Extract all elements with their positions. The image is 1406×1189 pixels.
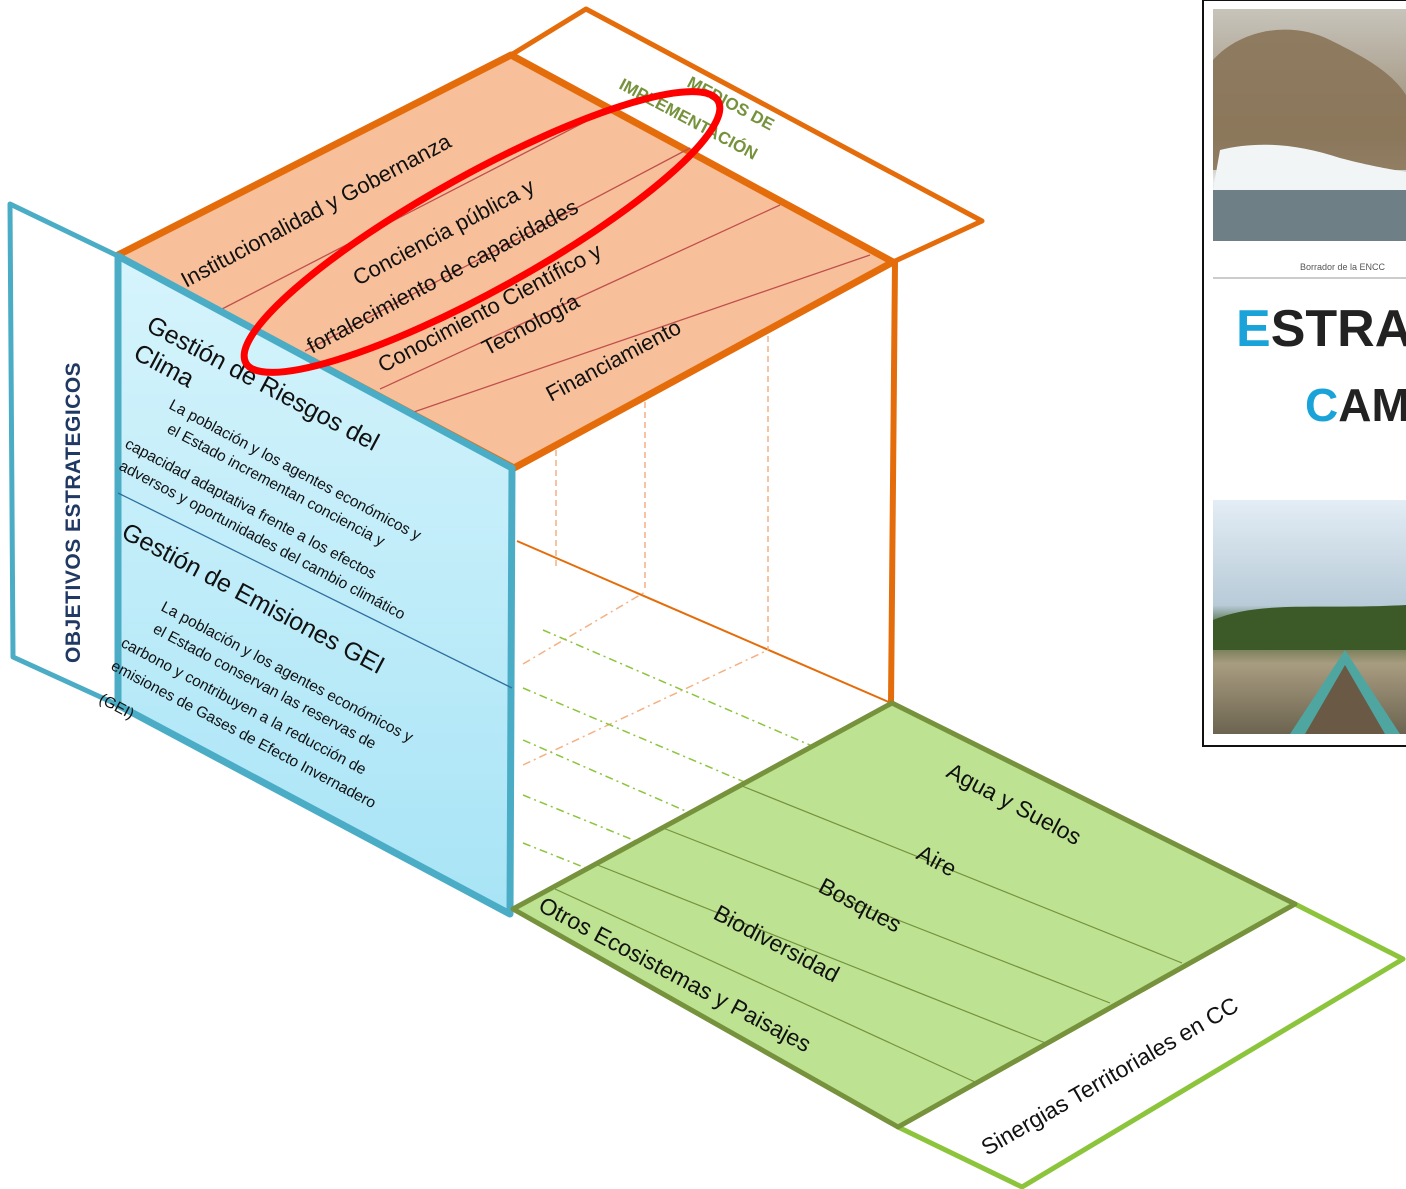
cover-photo-coast	[1213, 9, 1406, 241]
cover-photo-river	[1213, 500, 1406, 734]
cover-thumbnail: Borrador de la ENCC ESTRATE CAMBIO	[1202, 0, 1406, 747]
bottom-face	[510, 700, 1298, 1130]
cover-small-text: Borrador de la ENCC	[1300, 262, 1386, 272]
box-back-edge	[516, 540, 892, 704]
left-face-divider	[117, 492, 513, 689]
highlight-ellipse	[240, 88, 724, 376]
left-face	[114, 252, 516, 918]
cover-title-line2: CAMBIO	[1305, 379, 1406, 431]
guide-lines-green	[522, 629, 841, 873]
top-face-dividers	[221, 107, 871, 415]
box-right-edge	[888, 261, 898, 704]
guide-lines-orange	[522, 336, 769, 766]
cover-title-line1: ESTRATE	[1236, 300, 1406, 358]
bottom-face-dividers	[554, 785, 1183, 1083]
objetivos-label: OBJETIVOS ESTRATEGICOS	[62, 362, 85, 663]
